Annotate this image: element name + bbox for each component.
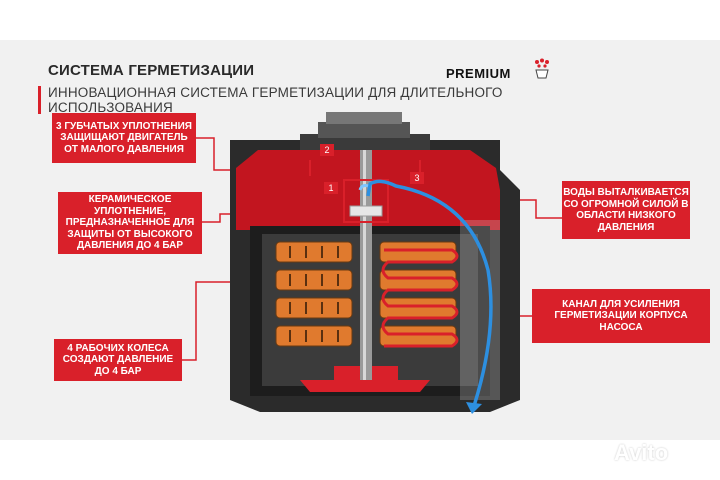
marker-3-label: 3 (414, 173, 419, 183)
water-flow-arrowhead (466, 402, 482, 414)
brand-logo-icon (535, 58, 549, 79)
callout-sealing-channel: КАНАЛ ДЛЯ УСИЛЕНИЯ ГЕРМЕТИЗАЦИИ КОРПУСА … (532, 289, 710, 343)
callout-water-expulsion: ВОДЫ ВЫТАЛКИВАЕТСЯ СО ОГРОМНОЙ СИЛОЙ В О… (562, 181, 690, 239)
ceramic-seal (349, 205, 383, 217)
impellers-left-vanes (289, 246, 339, 342)
marker-3 (410, 172, 424, 184)
callout-sponge-seals: 3 ГУБЧАТЫХ УПЛОТНЕНИЯ ЗАЩИЩАЮТ ДВИГАТЕЛЬ… (52, 113, 196, 163)
page-subtitle: ИННОВАЦИОННАЯ СИСТЕМА ГЕРМЕТИЗАЦИИ ДЛЯ Д… (48, 85, 503, 115)
impellers-left (275, 241, 353, 347)
impellers-right (379, 241, 457, 347)
callout-impellers: 4 РАБОЧИХ КОЛЕСА СОЗДАЮТ ДАВЛЕНИЕ ДО 4 Б… (54, 339, 182, 381)
brand-logo-text: PREMIUM (446, 66, 511, 81)
marker-2-label: 2 (324, 145, 329, 155)
top-margin (0, 0, 720, 40)
pump-body (230, 112, 520, 412)
avito-watermark: Avito (614, 440, 669, 465)
page-title: СИСТЕМА ГЕРМЕТИЗАЦИИ (48, 62, 255, 79)
marker-2 (320, 144, 334, 156)
water-flow-arrow (366, 179, 493, 407)
shaft-highlight (363, 150, 366, 380)
marker-1-label: 1 (328, 183, 333, 193)
subtitle-accent-bar (38, 86, 41, 114)
callout-ceramic-seal: КЕРАМИЧЕСКОЕ УПЛОТНЕНИЕ, ПРЕДНАЗНАЧЕННОЕ… (58, 192, 202, 254)
marker-1 (324, 182, 338, 194)
pressure-flow-path (381, 248, 459, 348)
water-flow-inlet (358, 184, 369, 191)
